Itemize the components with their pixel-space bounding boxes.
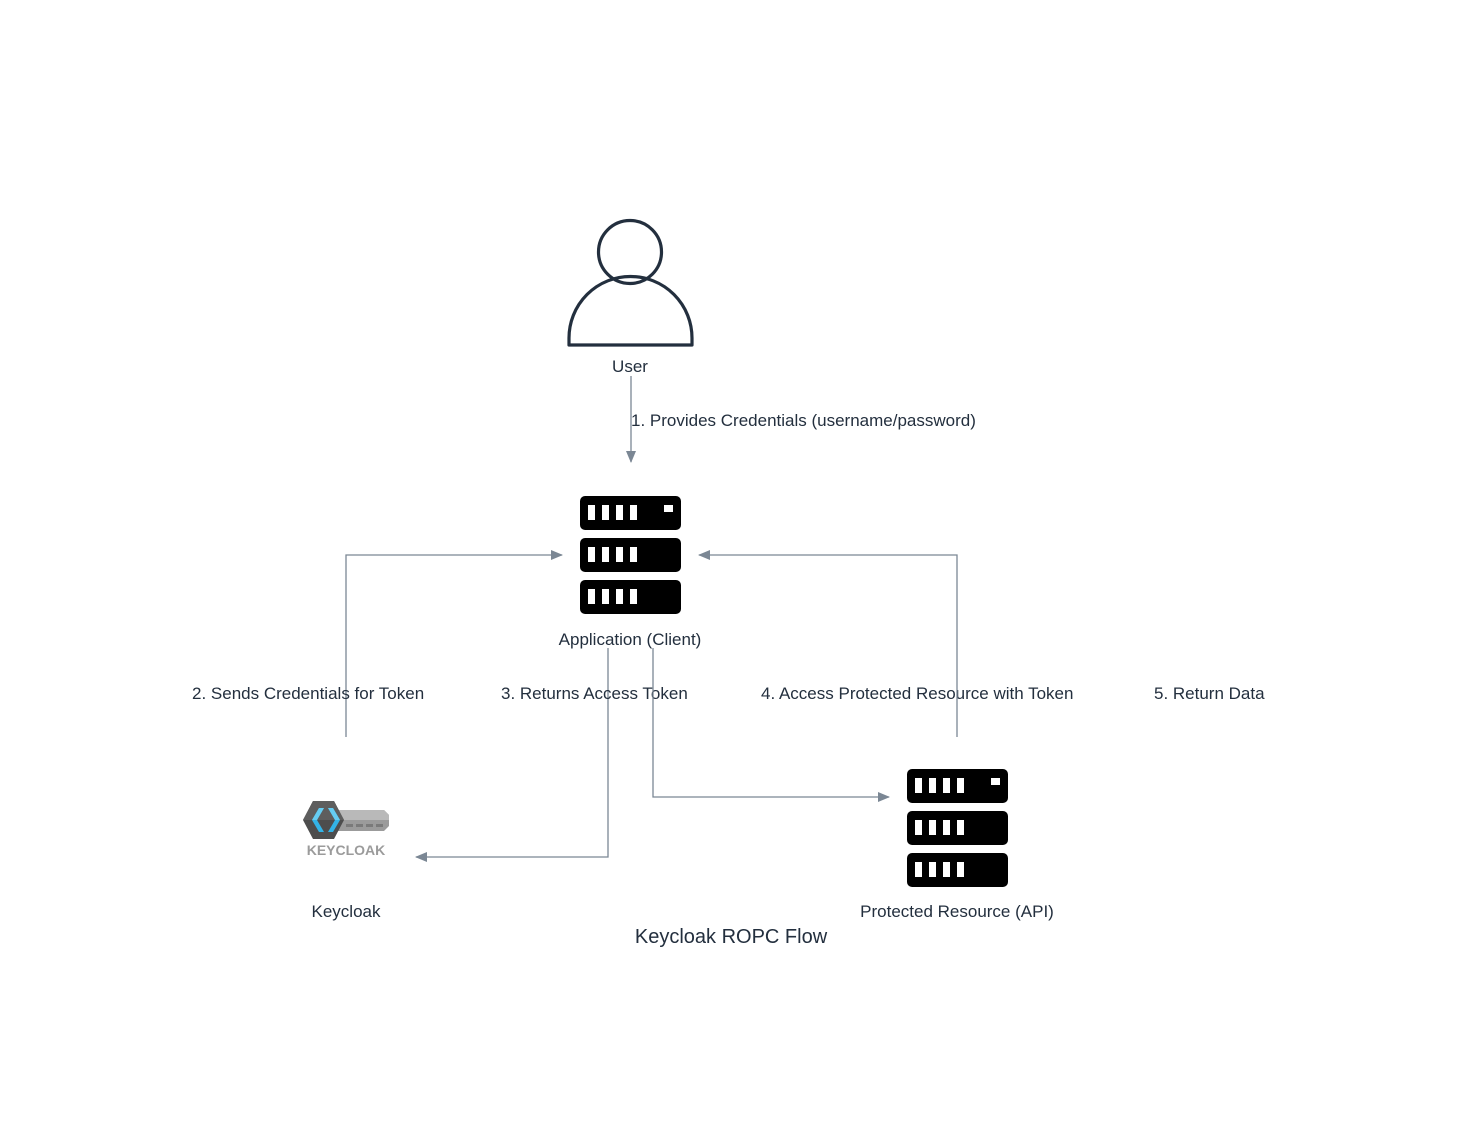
edge-label-2: 2. Sends Credentials for Token bbox=[192, 684, 424, 703]
node-label-resource: Protected Resource (API) bbox=[860, 902, 1054, 921]
user-icon bbox=[567, 218, 694, 347]
edge-sends-credentials: 2. Sends Credentials for Token bbox=[192, 550, 563, 737]
keycloak-logo: KEYCLOAK bbox=[303, 801, 389, 858]
edge-access-resource: 4. Access Protected Resource with Token bbox=[652, 648, 1073, 802]
keycloak-logo-text: KEYCLOAK bbox=[307, 842, 386, 858]
edge-line-2 bbox=[345, 550, 563, 737]
edge-return-data: 5. Return Data bbox=[698, 550, 1265, 737]
edge-label-3: 3. Returns Access Token bbox=[501, 684, 688, 703]
edge-line-3 bbox=[415, 648, 609, 862]
node-protected-resource: Protected Resource (API) bbox=[860, 769, 1054, 921]
edge-provides-credentials: 1. Provides Credentials (username/passwo… bbox=[626, 376, 976, 463]
node-keycloak: KEYCLOAK Keycloak bbox=[303, 801, 389, 921]
edge-line-4 bbox=[652, 648, 890, 802]
diagram-title: Keycloak ROPC Flow bbox=[635, 926, 828, 948]
node-label-user: User bbox=[612, 357, 648, 376]
edge-label-5: 5. Return Data bbox=[1154, 684, 1265, 703]
edge-label-4: 4. Access Protected Resource with Token bbox=[761, 684, 1073, 703]
node-user: User bbox=[567, 218, 694, 376]
node-application: Application (Client) bbox=[559, 496, 702, 649]
edge-line-5 bbox=[698, 550, 958, 737]
server-icon bbox=[907, 769, 1008, 887]
server-icon bbox=[580, 496, 681, 614]
edge-label-1: 1. Provides Credentials (username/passwo… bbox=[631, 411, 976, 430]
node-label-application: Application (Client) bbox=[559, 630, 702, 649]
edge-returns-token: 3. Returns Access Token bbox=[415, 648, 688, 862]
node-label-keycloak: Keycloak bbox=[312, 902, 381, 921]
